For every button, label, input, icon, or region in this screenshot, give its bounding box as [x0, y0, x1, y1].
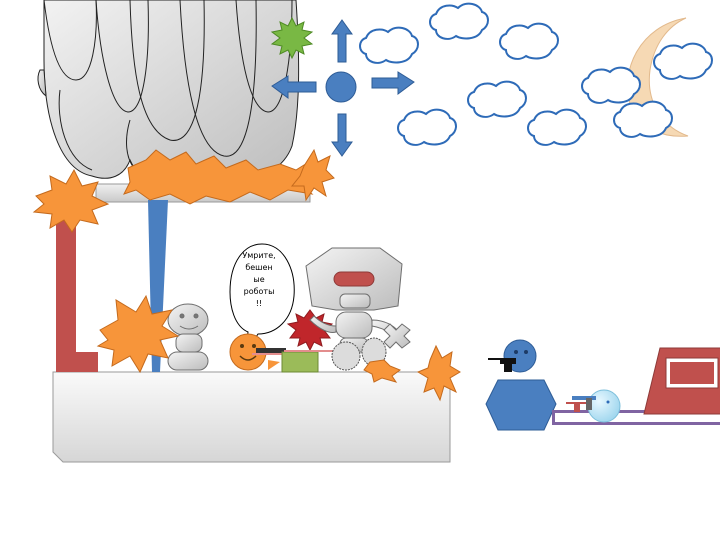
- blue-figure: [485, 339, 557, 431]
- smoke-cloud: [37, 0, 300, 186]
- cloud: [397, 108, 457, 146]
- bubble-creature: [566, 389, 621, 423]
- cross-icon: [383, 323, 411, 349]
- purple-rail-end: [552, 410, 555, 424]
- cloud: [613, 100, 673, 138]
- robot-head: [167, 303, 209, 337]
- cloud: [359, 26, 419, 64]
- explosion-edge: [416, 344, 461, 402]
- explosion-floor: [363, 359, 402, 383]
- ground-platform: [52, 371, 451, 463]
- explosion-left-wall: [32, 168, 110, 233]
- arrow-up-icon: [331, 19, 353, 63]
- cloud: [653, 42, 713, 80]
- gun-bar: [256, 348, 286, 353]
- explosion-right-small: [290, 148, 335, 202]
- purple-rail: [552, 410, 720, 413]
- explosion-robot: [96, 294, 180, 374]
- star-burst-icon: [270, 16, 314, 60]
- purple-rail-bottom: [552, 422, 720, 425]
- gun-stripe: [252, 353, 288, 355]
- cloud: [467, 80, 527, 118]
- arrow-right-icon: [371, 71, 415, 95]
- cloud: [527, 108, 587, 146]
- red-ship: [643, 347, 720, 415]
- cloud: [429, 2, 489, 40]
- red-line-connector: [284, 350, 364, 352]
- cloud: [581, 66, 641, 104]
- gray-robot: [167, 303, 209, 371]
- arrow-down-icon: [331, 113, 353, 157]
- sky-clouds: [359, 2, 713, 146]
- center-circle: [325, 71, 357, 103]
- green-box: [281, 351, 319, 373]
- speech-bubble-text: Умрите, бешен ые роботы !!: [242, 251, 276, 308]
- cloud: [499, 22, 559, 60]
- direction-pad: [271, 19, 415, 157]
- robot-visor: [333, 271, 375, 287]
- red-wall: [56, 220, 98, 372]
- arrow-left-icon: [271, 75, 317, 99]
